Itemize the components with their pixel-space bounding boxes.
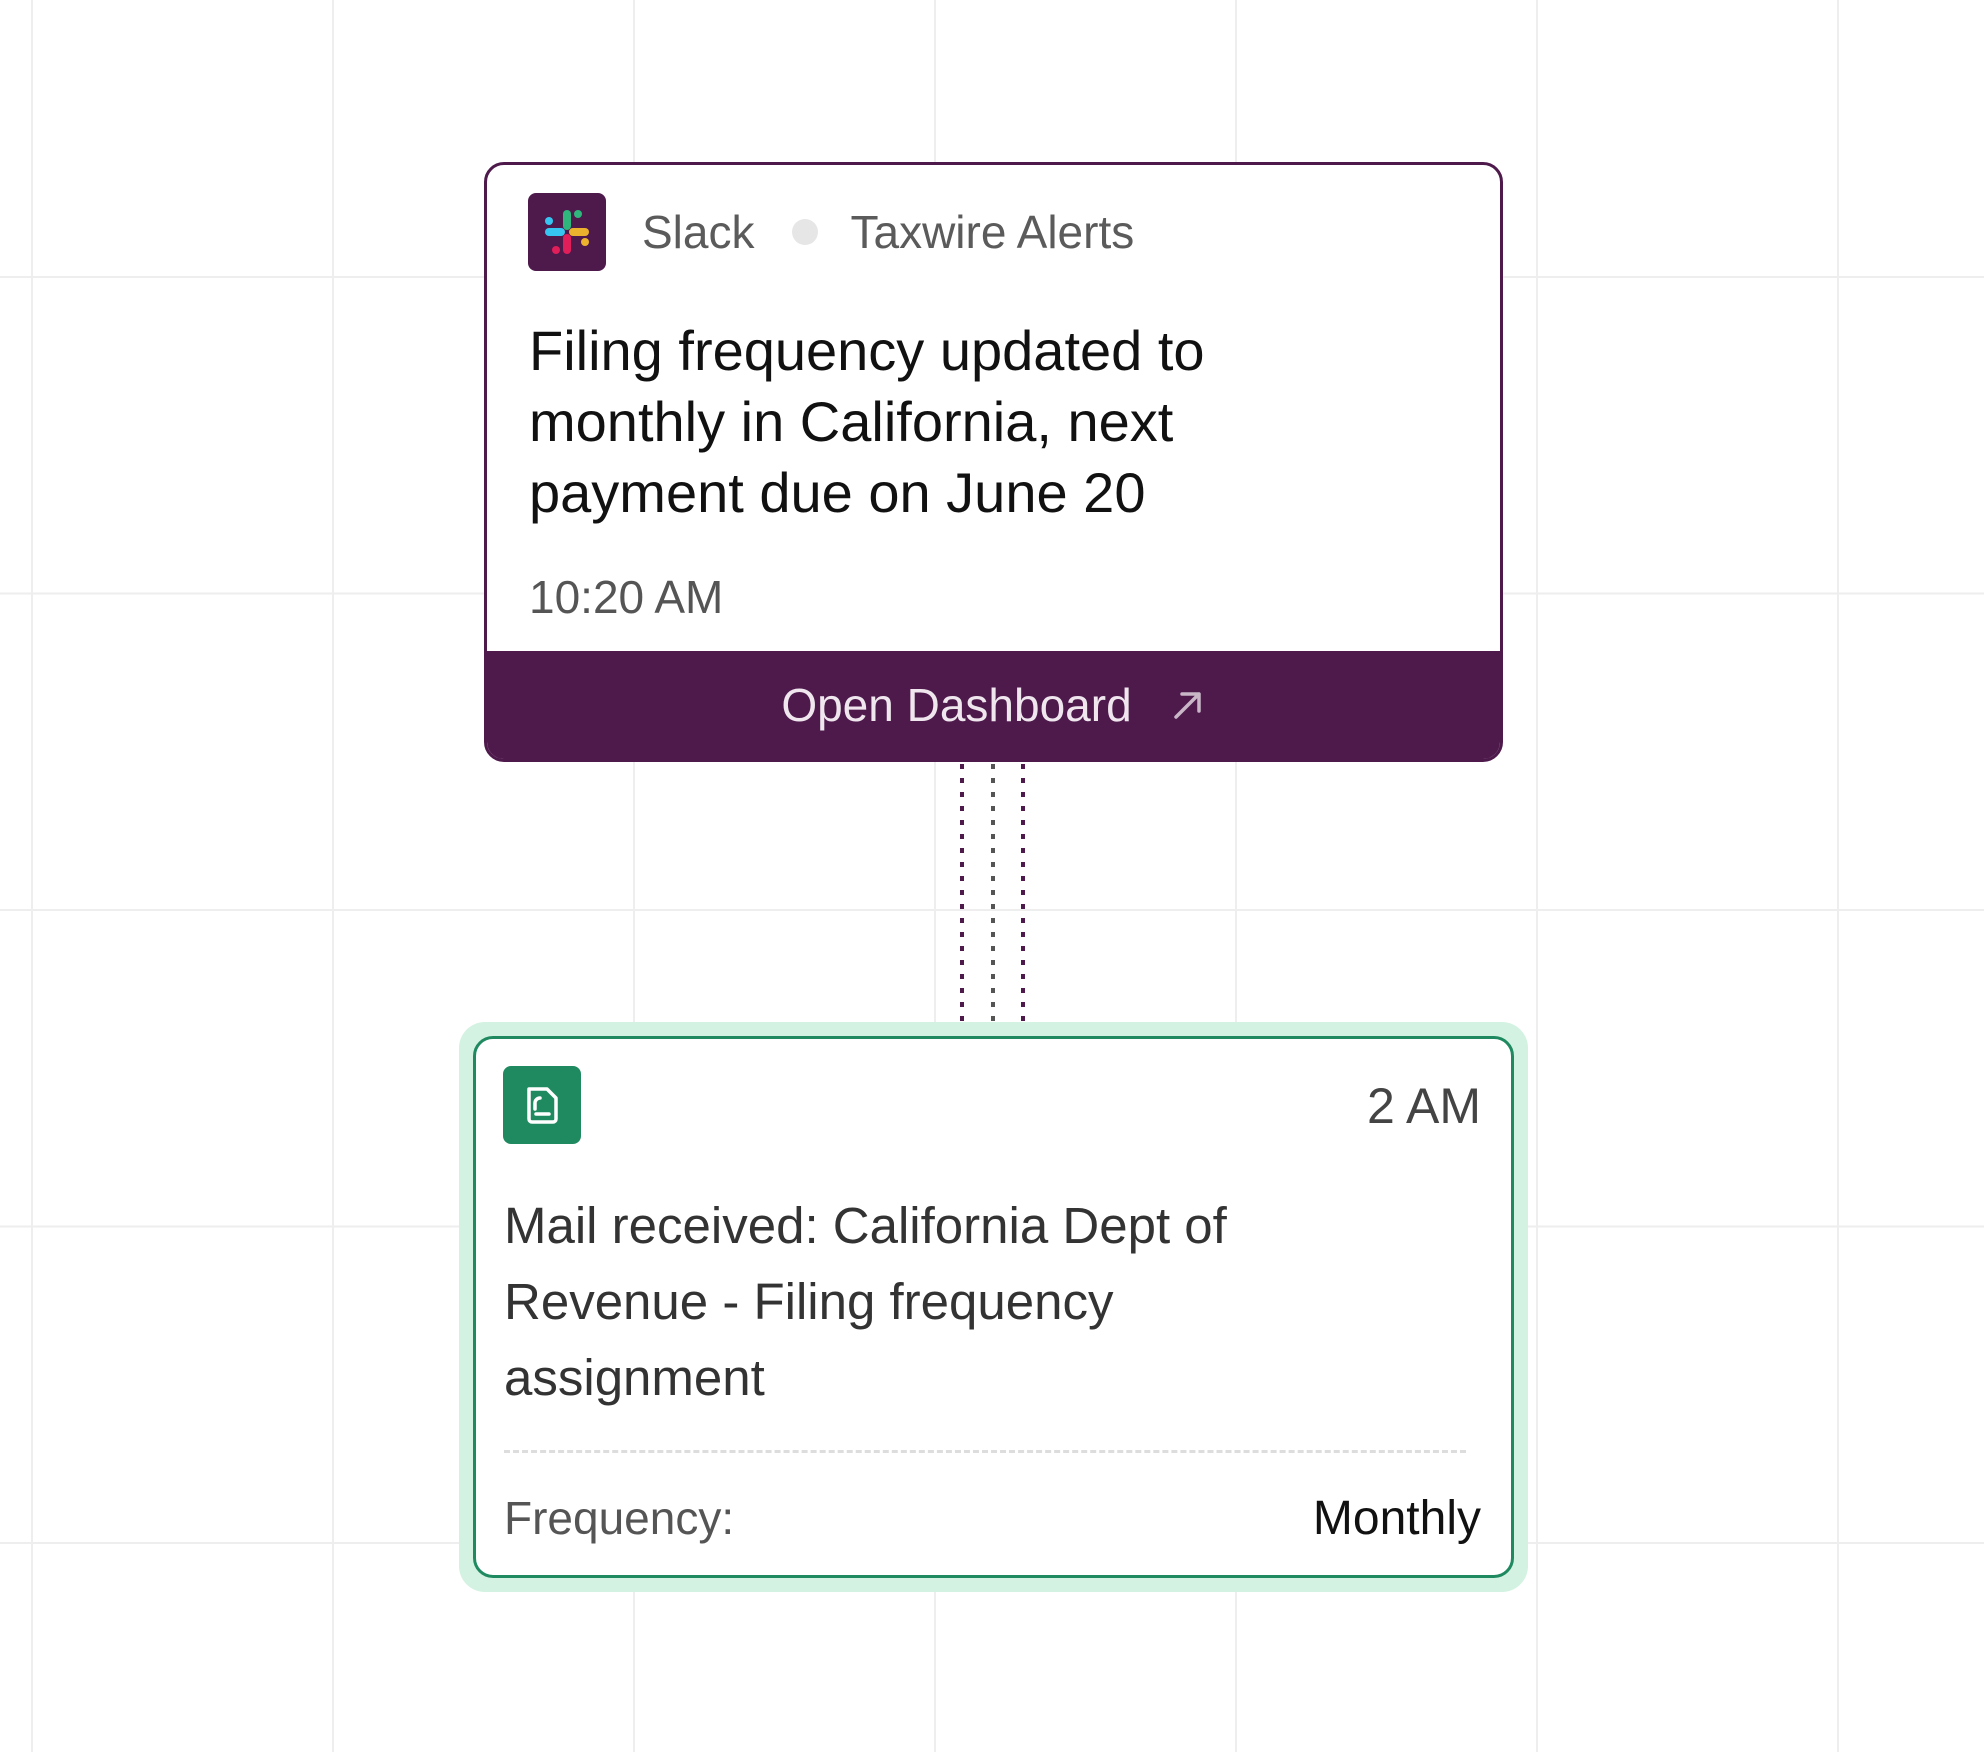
open-dashboard-label: Open Dashboard (781, 679, 1132, 731)
notification-message: Filing frequency updated to monthly in C… (529, 319, 1205, 524)
mail-message: Mail received: California Dept of Revenu… (504, 1197, 1227, 1406)
frequency-value: Monthly (1312, 1492, 1481, 1545)
channel-name: Taxwire Alerts (850, 206, 1135, 258)
slack-logo-icon (528, 193, 606, 271)
mail-time: 2 AM (1367, 1078, 1481, 1134)
arrow-up-right-icon (1170, 687, 1206, 723)
open-dashboard-button[interactable]: Open Dashboard (487, 651, 1500, 759)
connector-lines (960, 764, 1025, 1024)
document-icon (503, 1066, 581, 1144)
slack-notification-card: Slack Taxwire Alerts Filing frequency up… (484, 162, 1503, 762)
slack-card-header: Slack Taxwire Alerts (528, 192, 1134, 272)
app-name: Slack (642, 206, 755, 258)
divider (504, 1450, 1466, 1453)
mail-received-card: 2 AM Mail received: California Dept of R… (473, 1036, 1514, 1578)
separator-dot (792, 219, 819, 245)
frequency-label: Frequency: (504, 1492, 735, 1544)
notification-time: 10:20 AM (529, 571, 724, 623)
